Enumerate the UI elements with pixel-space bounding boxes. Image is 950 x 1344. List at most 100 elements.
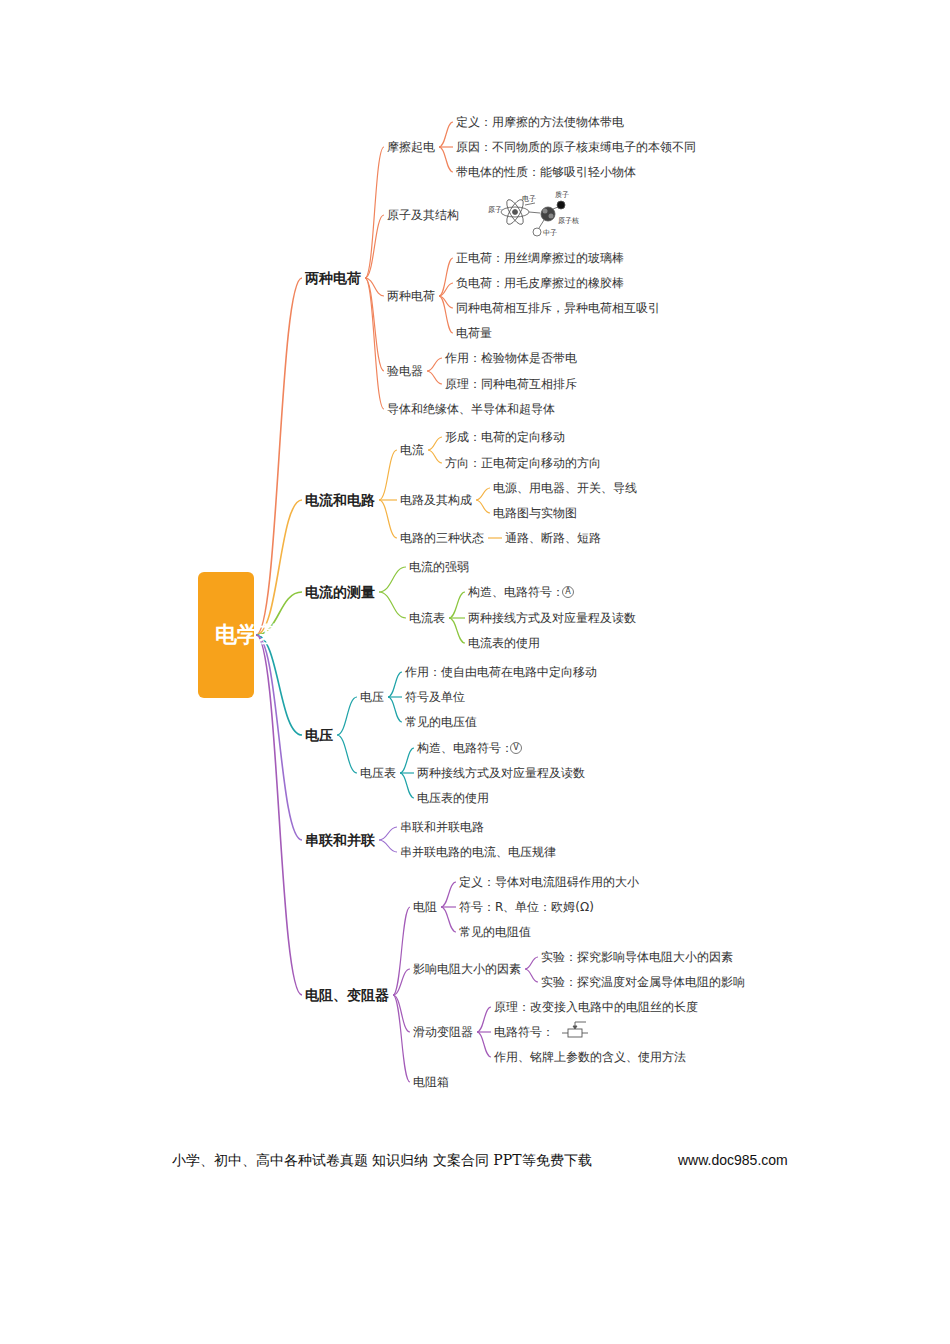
topic-item: 形成：电荷的定向移动 bbox=[443, 428, 567, 446]
branch-topic: 两种电荷 bbox=[303, 269, 363, 287]
topic-text: 作用、铭牌上参数的含义、使用方法 bbox=[494, 1050, 686, 1064]
topic-item: 电压表的使用 bbox=[415, 789, 491, 807]
topic-text: 电阻箱 bbox=[413, 1075, 449, 1089]
topic-item: 构造、电路符号： bbox=[466, 583, 566, 601]
branch-line bbox=[365, 278, 384, 371]
branch-line bbox=[439, 296, 453, 333]
topic-item: 两种接线方式及对应量程及读数 bbox=[466, 609, 638, 627]
topic-text: 形成：电荷的定向移动 bbox=[445, 430, 565, 444]
topic-text: 负电荷：用毛皮摩擦过的橡胶棒 bbox=[456, 276, 624, 290]
topic-item: 同种电荷相互排斥，异种电荷相互吸引 bbox=[454, 299, 662, 317]
topic-text: 电流表的使用 bbox=[468, 636, 540, 650]
topic-item: 实验：探究影响导体电阻大小的因素 bbox=[539, 948, 735, 966]
topic-item: 原理：改变接入电路中的电阻丝的长度 bbox=[492, 998, 700, 1016]
topic-item: 电荷量 bbox=[454, 324, 494, 342]
topic-text: 导体和绝缘体、半导体和超导体 bbox=[387, 402, 555, 416]
branch-line bbox=[365, 215, 384, 278]
topic-text: 常见的电压值 bbox=[405, 715, 477, 729]
branch-line bbox=[477, 1032, 491, 1057]
topic-text: 构造、电路符号： bbox=[468, 585, 564, 599]
topic-item: 串并联电路的电流、电压规律 bbox=[398, 843, 558, 861]
branch-line bbox=[379, 450, 397, 500]
topic-text: 两种接线方式及对应量程及读数 bbox=[468, 611, 636, 625]
topic-text: 同种电荷相互排斥，异种电荷相互吸引 bbox=[456, 301, 660, 315]
topic-text: 作用：使自由电荷在电路中定向移动 bbox=[405, 665, 597, 679]
branch-line bbox=[439, 147, 453, 172]
branch-line bbox=[256, 278, 302, 635]
topic-text: 电压 bbox=[360, 690, 384, 704]
topic-text: 电流和电路 bbox=[305, 492, 375, 508]
atom-part-label: 质子 bbox=[555, 192, 569, 199]
meter-letter: A bbox=[565, 588, 570, 596]
branch-line bbox=[427, 371, 442, 384]
topic-text: 电源、用电器、开关、导线 bbox=[493, 481, 637, 495]
rheostat-symbol bbox=[562, 1022, 588, 1037]
topic-item: 方向：正电荷定向移动的方向 bbox=[443, 454, 603, 472]
branch-line bbox=[256, 592, 302, 635]
topic-text: 摩擦起电 bbox=[387, 140, 435, 154]
topic-item: 电阻 bbox=[411, 898, 439, 916]
topic-item: 电路及其构成 bbox=[398, 491, 474, 509]
branch-line bbox=[439, 283, 453, 296]
footer-text: www.doc985.com bbox=[678, 1153, 788, 1167]
topic-text: 通路、断路、短路 bbox=[505, 531, 601, 545]
topic-item: 电阻箱 bbox=[411, 1073, 451, 1091]
branch-line bbox=[337, 735, 357, 773]
topic-item: 电流的强弱 bbox=[407, 558, 471, 576]
topic-text: 影响电阻大小的因素 bbox=[413, 962, 521, 976]
topic-item: 常见的电压值 bbox=[403, 713, 479, 731]
topic-item: 符号及单位 bbox=[403, 688, 467, 706]
topic-item: 符号：R、单位：欧姆(Ω) bbox=[457, 898, 596, 916]
topic-item: 作用：使自由电荷在电路中定向移动 bbox=[403, 663, 599, 681]
topic-text: 符号：R、单位：欧姆(Ω) bbox=[459, 900, 594, 914]
topic-text: 滑动变阻器 bbox=[413, 1025, 473, 1039]
branch-line bbox=[439, 122, 453, 147]
topic-item: 验电器 bbox=[385, 362, 425, 380]
topic-item: 原理：同种电荷互相排斥 bbox=[443, 375, 579, 393]
topic-item: 电路图与实物图 bbox=[491, 504, 579, 522]
branch-line bbox=[476, 488, 490, 500]
branch-line bbox=[393, 995, 410, 1032]
branch-topic: 串联和并联 bbox=[303, 831, 377, 849]
root-box: 电学基础 bbox=[198, 572, 254, 698]
topic-item: 串联和并联电路 bbox=[398, 818, 486, 836]
branch-line bbox=[427, 358, 442, 371]
topic-item: 构造、电路符号： bbox=[415, 739, 515, 757]
atom-part-label: 原子 bbox=[488, 207, 502, 214]
topic-item: 电流表的使用 bbox=[466, 634, 542, 652]
branch-topic: 电阻、变阻器 bbox=[303, 986, 391, 1004]
topic-item: 电流表 bbox=[407, 609, 447, 627]
topic-item: 常见的电阻值 bbox=[457, 923, 533, 941]
topic-item: 通路、断路、短路 bbox=[503, 529, 603, 547]
topic-item: 定义：用摩擦的方法使物体带电 bbox=[454, 113, 626, 131]
topic-text: 电压表的使用 bbox=[417, 791, 489, 805]
branch-line bbox=[379, 840, 397, 852]
branch-line bbox=[393, 907, 410, 995]
branch-topic: 电压 bbox=[303, 726, 335, 744]
topic-text: 电流表 bbox=[409, 611, 445, 625]
branch-line bbox=[525, 969, 538, 982]
topic-text: 电学基础 bbox=[215, 623, 237, 647]
ammeter-symbol bbox=[563, 587, 574, 598]
branch-line bbox=[441, 882, 456, 907]
branch-line bbox=[388, 697, 402, 722]
topic-item: 两种接线方式及对应量程及读数 bbox=[415, 764, 587, 782]
topic-text: 方向：正电荷定向移动的方向 bbox=[445, 456, 601, 470]
topic-text: 电路符号： bbox=[494, 1025, 554, 1039]
atom-part-label: 中子 bbox=[543, 230, 557, 237]
topic-item: 两种电荷 bbox=[385, 287, 437, 305]
topic-text: 两种电荷 bbox=[387, 289, 435, 303]
topic-item: 负电荷：用毛皮摩擦过的橡胶棒 bbox=[454, 274, 626, 292]
topic-item: 滑动变阻器 bbox=[411, 1023, 475, 1041]
topic-text: 构造、电路符号： bbox=[417, 741, 513, 755]
topic-item: 作用、铭牌上参数的含义、使用方法 bbox=[492, 1048, 688, 1066]
branch-line bbox=[365, 147, 384, 278]
branch-line bbox=[400, 773, 414, 798]
branch-line bbox=[393, 995, 410, 1082]
topic-text: 两种电荷 bbox=[305, 270, 361, 286]
topic-text: 作用：检验物体是否带电 bbox=[445, 351, 577, 365]
footer-text: 小学、初中、高中各种试卷真题 知识归纳 文案合同 PPT等免费下载 bbox=[172, 1153, 592, 1167]
topic-text: 实验：探究影响导体电阻大小的因素 bbox=[541, 950, 733, 964]
branch-line bbox=[256, 635, 302, 995]
topic-item: 带电体的性质：能够吸引轻小物体 bbox=[454, 163, 638, 181]
